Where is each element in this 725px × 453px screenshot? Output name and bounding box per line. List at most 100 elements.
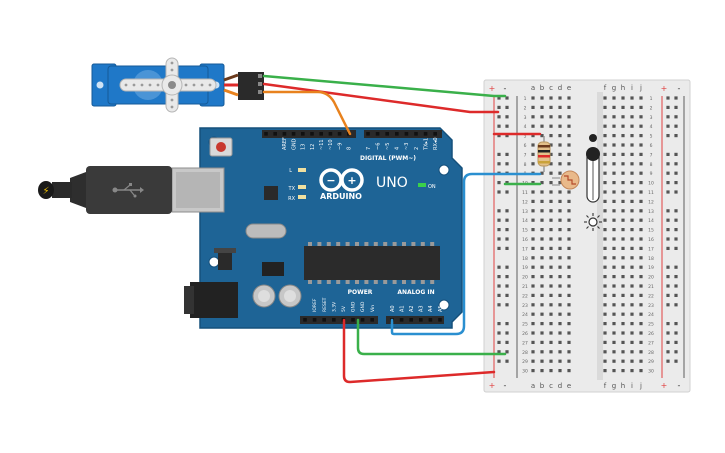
rail-hole[interactable]	[666, 237, 670, 241]
rail-hole[interactable]	[666, 359, 670, 363]
breadboard-hole[interactable]	[540, 218, 544, 222]
breadboard-hole[interactable]	[630, 124, 634, 128]
breadboard-hole[interactable]	[603, 369, 607, 373]
breadboard-hole[interactable]	[639, 124, 643, 128]
breadboard-hole[interactable]	[603, 124, 607, 128]
breadboard-hole[interactable]	[612, 199, 616, 203]
breadboard-hole[interactable]	[630, 350, 634, 354]
breadboard-hole[interactable]	[567, 124, 571, 128]
header-socket[interactable]	[423, 132, 428, 136]
breadboard-hole[interactable]	[531, 265, 535, 269]
breadboard-hole[interactable]	[621, 209, 625, 213]
header-socket[interactable]	[438, 318, 442, 322]
rail-hole[interactable]	[674, 171, 678, 175]
rail-hole[interactable]	[497, 218, 501, 222]
rail-hole[interactable]	[497, 190, 501, 194]
header-socket[interactable]	[322, 318, 326, 322]
breadboard-hole[interactable]	[558, 293, 562, 297]
breadboard-hole[interactable]	[603, 312, 607, 316]
rail-hole[interactable]	[674, 124, 678, 128]
rail-hole[interactable]	[497, 340, 501, 344]
breadboard-hole[interactable]	[621, 152, 625, 156]
breadboard-hole[interactable]	[603, 303, 607, 307]
breadboard-hole[interactable]	[558, 115, 562, 119]
breadboard-hole[interactable]	[630, 143, 634, 147]
breadboard-hole[interactable]	[621, 293, 625, 297]
rail-hole[interactable]	[666, 322, 670, 326]
breadboard-hole[interactable]	[549, 96, 553, 100]
rail-hole[interactable]	[666, 171, 670, 175]
breadboard-hole[interactable]	[558, 322, 562, 326]
breadboard-hole[interactable]	[567, 256, 571, 260]
rail-hole[interactable]	[497, 303, 501, 307]
breadboard-hole[interactable]	[540, 96, 544, 100]
breadboard-hole[interactable]	[621, 199, 625, 203]
breadboard-hole[interactable]	[612, 331, 616, 335]
breadboard-hole[interactable]	[531, 312, 535, 316]
breadboard-hole[interactable]	[621, 124, 625, 128]
breadboard-hole[interactable]	[531, 181, 535, 185]
rail-hole[interactable]	[674, 322, 678, 326]
breadboard-hole[interactable]	[603, 237, 607, 241]
breadboard-hole[interactable]	[612, 312, 616, 316]
breadboard-hole[interactable]	[540, 171, 544, 175]
breadboard-hole[interactable]	[558, 331, 562, 335]
breadboard-hole[interactable]	[639, 115, 643, 119]
breadboard-hole[interactable]	[540, 181, 544, 185]
breadboard-hole[interactable]	[621, 369, 625, 373]
breadboard-hole[interactable]	[612, 265, 616, 269]
breadboard-hole[interactable]	[558, 359, 562, 363]
breadboard-hole[interactable]	[621, 322, 625, 326]
breadboard-hole[interactable]	[621, 350, 625, 354]
breadboard-hole[interactable]	[567, 312, 571, 316]
breadboard-hole[interactable]	[612, 246, 616, 250]
breadboard-hole[interactable]	[558, 181, 562, 185]
breadboard-hole[interactable]	[558, 340, 562, 344]
breadboard-hole[interactable]	[567, 340, 571, 344]
rail-hole[interactable]	[666, 228, 670, 232]
header-socket[interactable]	[303, 318, 307, 322]
resistor[interactable]	[537, 136, 551, 172]
breadboard-hole[interactable]	[567, 199, 571, 203]
breadboard-hole[interactable]	[621, 143, 625, 147]
rail-hole[interactable]	[497, 162, 501, 166]
header-socket[interactable]	[385, 132, 389, 136]
breadboard-hole[interactable]	[531, 340, 535, 344]
breadboard-hole[interactable]	[630, 105, 634, 109]
rail-hole[interactable]	[674, 331, 678, 335]
rail-hole[interactable]	[497, 293, 501, 297]
breadboard-hole[interactable]	[612, 162, 616, 166]
breadboard-hole[interactable]	[558, 265, 562, 269]
rail-hole[interactable]	[674, 218, 678, 222]
breadboard-hole[interactable]	[531, 105, 535, 109]
breadboard-hole[interactable]	[639, 237, 643, 241]
rail-hole[interactable]	[666, 331, 670, 335]
rail-hole[interactable]	[674, 152, 678, 156]
breadboard-hole[interactable]	[558, 96, 562, 100]
rail-hole[interactable]	[505, 284, 509, 288]
breadboard-hole[interactable]	[549, 340, 553, 344]
breadboard-hole[interactable]	[630, 152, 634, 156]
breadboard-hole[interactable]	[567, 152, 571, 156]
breadboard-hole[interactable]	[540, 312, 544, 316]
breadboard-hole[interactable]	[558, 134, 562, 138]
breadboard-hole[interactable]	[540, 369, 544, 373]
breadboard-hole[interactable]	[630, 209, 634, 213]
breadboard-hole[interactable]	[567, 115, 571, 119]
breadboard-hole[interactable]	[621, 115, 625, 119]
wire-5v-to-breadboard[interactable]	[342, 318, 496, 384]
breadboard-hole[interactable]	[630, 228, 634, 232]
rail-hole[interactable]	[666, 284, 670, 288]
breadboard-hole[interactable]	[603, 350, 607, 354]
breadboard-hole[interactable]	[621, 218, 625, 222]
breadboard-hole[interactable]	[630, 199, 634, 203]
rail-hole[interactable]	[505, 293, 509, 297]
rail-hole[interactable]	[497, 322, 501, 326]
breadboard-hole[interactable]	[558, 275, 562, 279]
header-socket[interactable]	[351, 318, 355, 322]
rail-hole[interactable]	[674, 246, 678, 250]
breadboard-hole[interactable]	[540, 331, 544, 335]
breadboard-hole[interactable]	[630, 369, 634, 373]
rail-hole[interactable]	[674, 359, 678, 363]
breadboard-hole[interactable]	[630, 275, 634, 279]
